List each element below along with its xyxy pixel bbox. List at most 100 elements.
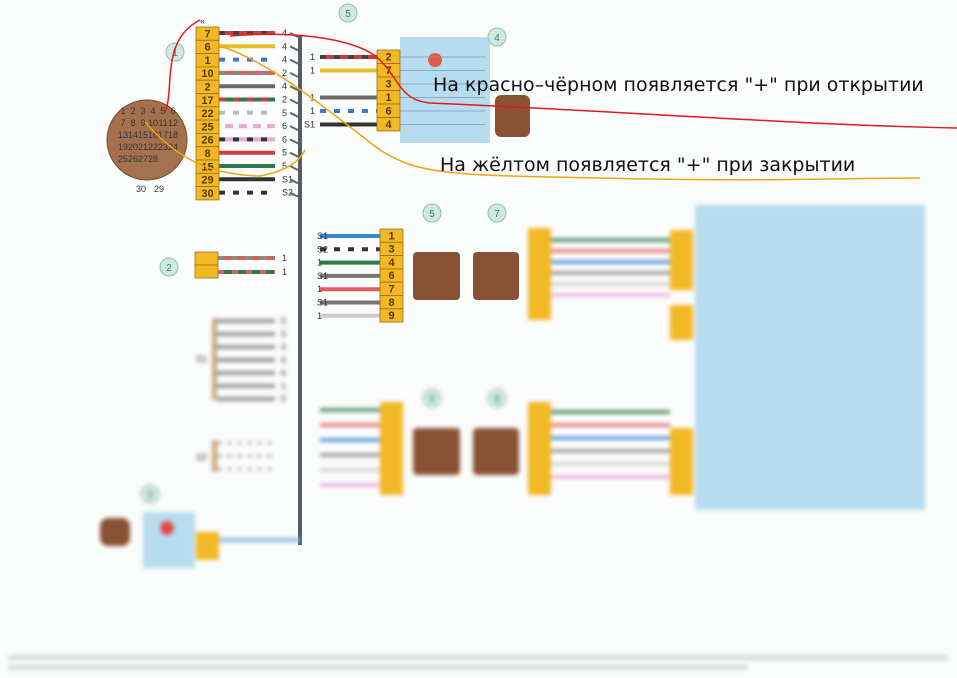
connector-1-pin-label: 1 xyxy=(204,55,210,67)
plug-arrow-icon: « xyxy=(200,16,205,26)
callout-5-top-label: 5 xyxy=(345,9,351,20)
connector-1-pin-label: 10 xyxy=(201,68,213,80)
switch-lamp-icon xyxy=(428,53,442,67)
wire-bend xyxy=(289,72,299,78)
caption-blurred xyxy=(8,655,948,660)
wire-label: 1 xyxy=(310,52,315,62)
round-pin-label: 19 xyxy=(118,142,128,152)
bracket-s1 xyxy=(212,318,217,400)
red-marker-line xyxy=(229,33,957,129)
callout-2 xyxy=(159,257,179,277)
wire-label: 2 xyxy=(282,95,287,105)
round-pin-label: 2 xyxy=(130,106,135,116)
round-pin-label: 22 xyxy=(148,142,158,152)
round-pin-label: 14 xyxy=(128,130,138,140)
connector-1-pin-label: 17 xyxy=(201,95,213,107)
wire-label: 5 xyxy=(281,394,286,404)
wire-bend xyxy=(289,191,299,198)
yellow-marker-line xyxy=(218,45,921,181)
round-pin-label: 16 xyxy=(148,130,158,140)
wire-bend xyxy=(289,111,299,118)
callout-4-label: 4 xyxy=(494,33,500,44)
wire-label: 1 xyxy=(282,253,287,263)
round-pin-label: 26 xyxy=(128,154,138,164)
round-connector-body xyxy=(106,99,188,181)
connector-blurred xyxy=(670,428,693,495)
wire-label: 1 xyxy=(310,106,315,116)
round-pin-label: 18 xyxy=(168,130,178,140)
yellow-marker-loop xyxy=(144,121,306,177)
connector-5-pin-label: 3 xyxy=(388,244,394,256)
door-switch-box xyxy=(400,37,490,143)
wire-label: 6 xyxy=(282,134,287,144)
callout-7-label: 7 xyxy=(494,209,500,220)
wire-label: 5 xyxy=(282,148,287,158)
wire-label: 4 xyxy=(282,41,287,51)
red-wire-note: На красно–чёрном появляется "+" при откр… xyxy=(433,74,924,96)
wire-label: 1 xyxy=(310,93,315,103)
callout-3-label: 3 xyxy=(147,490,153,501)
callout-6-label: 6 xyxy=(429,394,435,405)
connector-5-pin-label: 8 xyxy=(388,297,394,309)
connector-4-pin-label: 1 xyxy=(385,92,391,104)
wire-bend xyxy=(289,178,299,185)
round-pin-label: 6 xyxy=(170,106,175,116)
wire-label: 1 xyxy=(317,258,322,268)
round-pin-label: 17 xyxy=(158,130,168,140)
wire-bend xyxy=(289,165,299,171)
connector-1-pin-label: 8 xyxy=(204,148,210,160)
connector-4-pin-label: 6 xyxy=(385,106,391,118)
callout-1-label: 1 xyxy=(172,48,178,59)
round-pin-label: 27 xyxy=(138,154,148,164)
callout-5-top xyxy=(338,3,358,23)
round-pin-label: 10 xyxy=(148,118,158,128)
wire-label: 1 xyxy=(310,66,315,76)
plug-3 xyxy=(100,518,130,546)
round-pin-label: 25 xyxy=(118,154,128,164)
bracket-s1-label: S1 xyxy=(196,354,207,364)
connector-1-pin-label: 6 xyxy=(204,42,210,54)
round-pin-label: 12 xyxy=(168,118,178,128)
round-connector-label: 29 xyxy=(154,184,164,194)
round-pin-label: 3 xyxy=(140,106,145,116)
wire-label: 5 xyxy=(281,316,286,326)
wire-bend xyxy=(289,138,299,145)
plug-8 xyxy=(473,428,519,475)
round-pin-label: 11 xyxy=(158,118,167,128)
connector-4-pin-label: 4 xyxy=(385,119,392,131)
plug-5b xyxy=(473,252,519,300)
round-pin-label: 13 xyxy=(118,130,128,140)
wire-label: S1 xyxy=(317,298,328,308)
round-pin-label: 5 xyxy=(160,106,165,116)
callout-2-label: 2 xyxy=(166,263,172,274)
connector-1-pin-label: 2 xyxy=(204,82,210,94)
sensor-lamp-icon xyxy=(160,521,174,535)
wire-bend xyxy=(289,151,299,158)
wire-label: 5 xyxy=(282,108,287,118)
plug-4 xyxy=(495,95,530,137)
callout-7 xyxy=(487,203,507,223)
connector-5-pin-label: 7 xyxy=(388,284,394,296)
wire-label: 2 xyxy=(282,68,287,78)
round-pin-label: 23 xyxy=(158,142,168,152)
sensor-box xyxy=(143,512,195,568)
callout-1 xyxy=(165,42,185,62)
connector-1-pin-label: 29 xyxy=(201,175,213,187)
connector-5-pin-label: 6 xyxy=(388,270,394,282)
round-pin-label: 15 xyxy=(138,130,148,140)
round-pin-label: 28 xyxy=(148,154,158,164)
callout-8-label: 8 xyxy=(494,394,500,405)
connector-4-pin xyxy=(376,117,401,132)
connector-5-pin-label: 9 xyxy=(388,310,394,322)
wire-label: 5 xyxy=(282,161,287,171)
wire-label: 6 xyxy=(281,355,286,365)
connector-2-pin xyxy=(194,251,219,266)
round-connector-label: 30 xyxy=(136,184,146,194)
red-marker-arrow xyxy=(164,19,201,113)
connector-blurred xyxy=(670,230,693,290)
yellow-wire-note: На жёлтом появляется "+" при закрытии xyxy=(440,154,855,176)
wire-label: 6 xyxy=(281,368,286,378)
connector-3 xyxy=(196,532,219,560)
